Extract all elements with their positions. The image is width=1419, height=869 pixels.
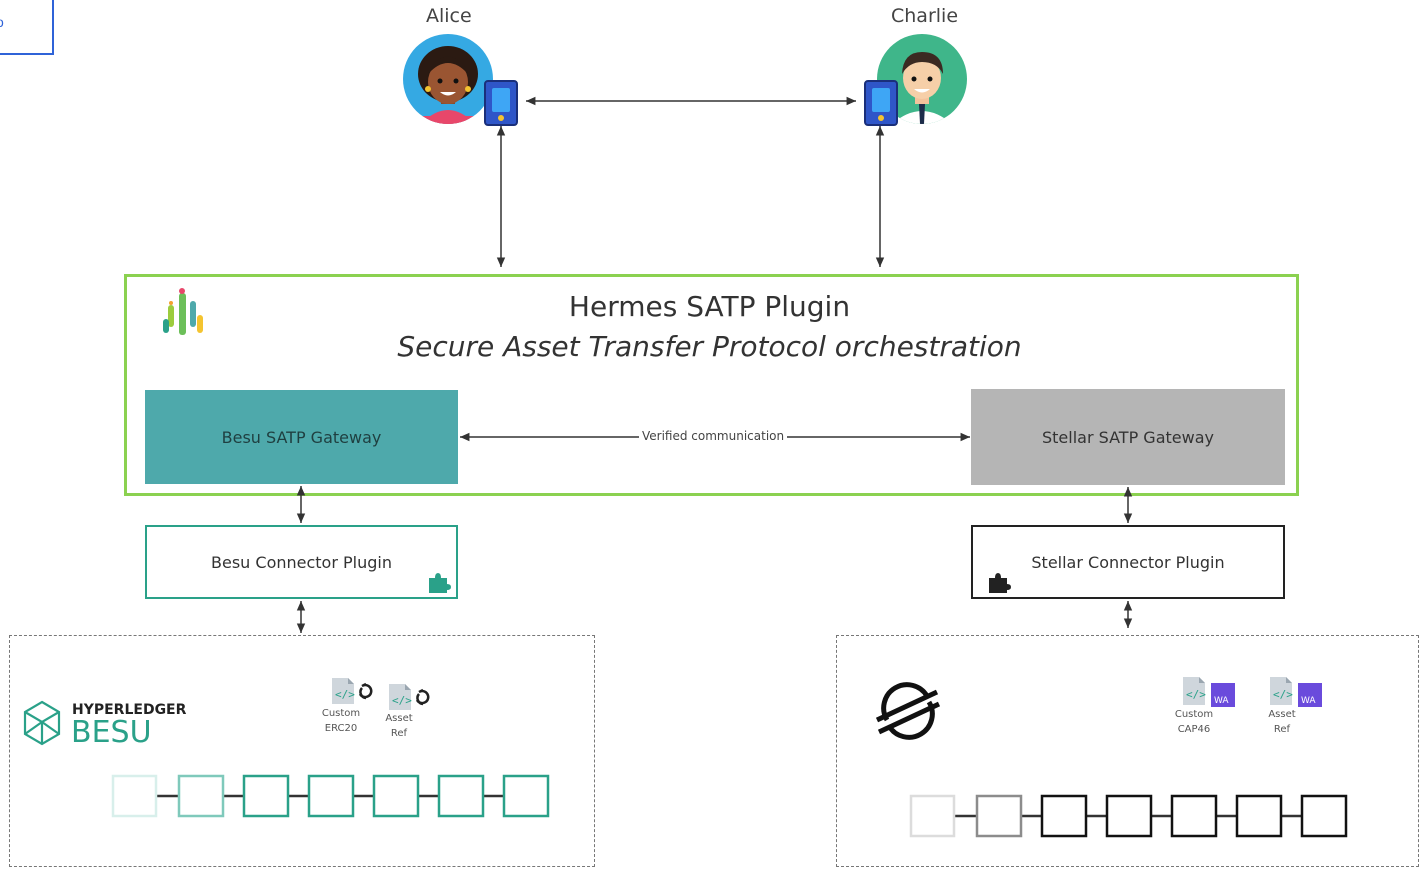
besu-satp-gateway[interactable]: Besu SATP Gateway (145, 390, 458, 484)
stellar-block (1300, 794, 1348, 838)
cactus-icon (163, 288, 203, 335)
besu-contract-line1: Asset (385, 713, 413, 724)
code-file-icon: </> WA (1270, 677, 1322, 707)
stellar-block (1235, 794, 1283, 838)
corner-text: o (0, 14, 4, 30)
besu-block (372, 774, 420, 818)
besu-connector-label: Besu Connector Plugin (211, 552, 392, 572)
svg-text:</>: </> (1186, 688, 1206, 701)
verified-communication-label: Verified communication (639, 429, 788, 443)
stellar-contract-line1: Asset (1268, 709, 1296, 720)
code-file-icon: </> (389, 684, 430, 710)
code-file-icon: </> WA (1183, 677, 1235, 707)
charlie-face-icon (892, 52, 952, 124)
alice-phone-icon[interactable] (484, 80, 518, 126)
besu-block (502, 774, 550, 818)
besu-contract-line2: ERC20 (324, 723, 358, 734)
besu-network-box (9, 635, 595, 867)
stellar-connector-label: Stellar Connector Plugin (1031, 552, 1225, 572)
besu-logo-bottom-text: BESU (71, 715, 152, 750)
puzzle-icon (429, 573, 451, 593)
besu-contract-line1: Custom (321, 708, 361, 719)
stellar-contract-line2: Ref (1273, 724, 1291, 735)
wa-badge: WA (1214, 696, 1229, 706)
besu-block (437, 774, 485, 818)
stellar-block (975, 794, 1023, 838)
stellar-block (1040, 794, 1088, 838)
alice-avatar[interactable] (403, 34, 493, 124)
besu-logo-icon (23, 700, 61, 746)
besu-block (242, 774, 290, 818)
stellar-contract-line2: CAP46 (1177, 724, 1211, 735)
alice-face-icon (418, 46, 478, 124)
hermes-subtitle: Secure Asset Transfer Protocol orchestra… (397, 330, 1022, 363)
svg-text:</>: </> (1273, 688, 1293, 701)
cropped-corner-box: o (0, 0, 54, 55)
svg-text:</>: </> (335, 688, 355, 701)
code-file-icon: </> (332, 678, 373, 704)
stellar-connector-plugin[interactable]: Stellar Connector Plugin (971, 525, 1285, 599)
svg-text:</>: </> (392, 694, 412, 707)
stellar-contract-label: Asset Ref (1258, 707, 1306, 737)
puzzle-icon (989, 573, 1011, 593)
user-name-charlie: Charlie (891, 5, 959, 27)
stellar-contract-label: Custom CAP46 (1170, 707, 1218, 737)
besu-contract-line2: Ref (390, 728, 408, 739)
besu-connector-plugin[interactable]: Besu Connector Plugin (145, 525, 458, 599)
stellar-logo-icon (875, 682, 941, 740)
stellar-block (909, 794, 956, 838)
wa-badge: WA (1301, 696, 1316, 706)
hermes-title: Hermes SATP Plugin (568, 290, 851, 323)
stellar-block-chain (909, 794, 1348, 838)
besu-block (307, 774, 355, 818)
stellar-contract-line1: Custom (1174, 709, 1214, 720)
besu-contract-label: Custom ERC20 (318, 706, 364, 736)
besu-logo-top-text: HYPERLEDGER (72, 702, 187, 718)
charlie-phone-icon[interactable] (864, 80, 898, 126)
user-name-alice: Alice (426, 5, 472, 27)
besu-contract-label: Asset Ref (376, 711, 422, 741)
besu-block (177, 774, 225, 818)
besu-block-chain (111, 774, 550, 818)
hermes-satp-plugin-box (124, 274, 1299, 496)
stellar-satp-gateway[interactable]: Stellar SATP Gateway (971, 389, 1285, 485)
stellar-block (1105, 794, 1153, 838)
stellar-block (1170, 794, 1218, 838)
besu-block (111, 774, 158, 818)
